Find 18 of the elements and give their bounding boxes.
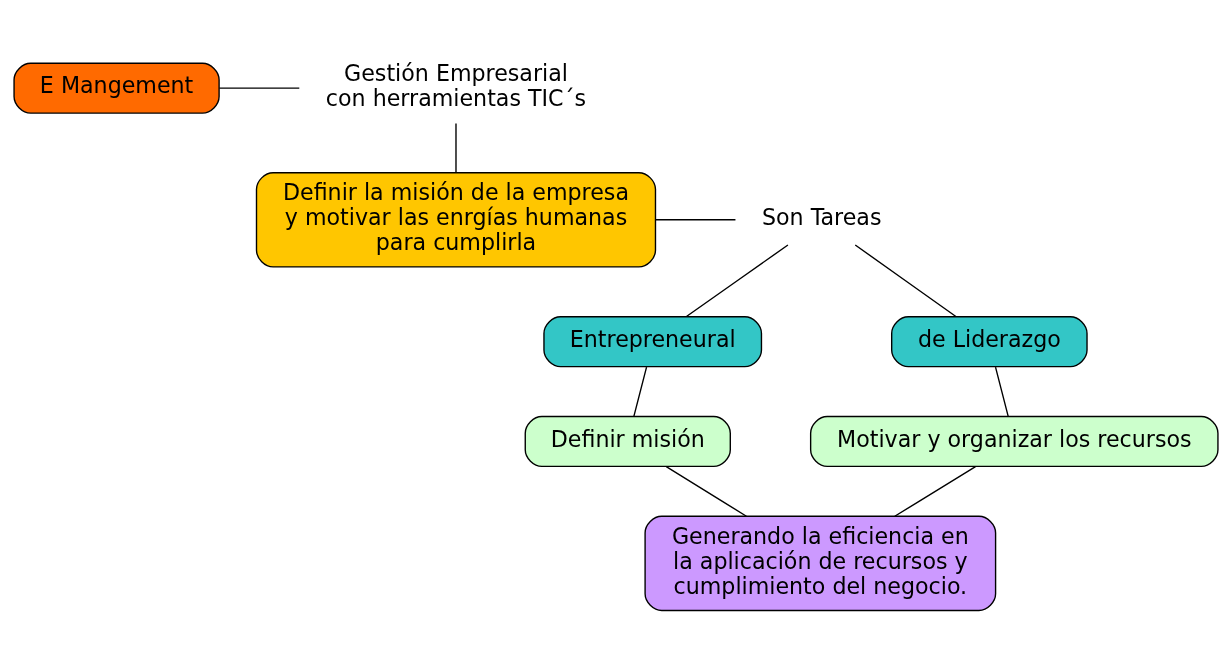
connector [854,244,957,318]
connector [994,366,1009,418]
node-box: Generando la eficiencia en la aplicación de recursos y cumplimiento del negocio. [644,515,997,612]
connector [633,366,648,418]
node-box: de Liderazgo [891,316,1088,368]
connector [665,465,748,517]
node-box: Definir la misión de la empresa y motivar las enrgías humanas para cumplirla [255,172,657,268]
node-box: Motivar y organizar los recursos [809,415,1219,468]
connector [455,122,457,174]
connector [894,465,977,517]
node-box: Entrepreneural [543,316,763,368]
node-text: Gestión Empresarial con herramientas TIC´s [325,59,587,111]
connector [685,244,789,318]
node-text: Son Tareas [761,204,882,231]
node-box: Definir misión [524,415,731,468]
connector [654,219,737,221]
connector [218,87,300,89]
node-box: E Mangement [13,62,220,114]
